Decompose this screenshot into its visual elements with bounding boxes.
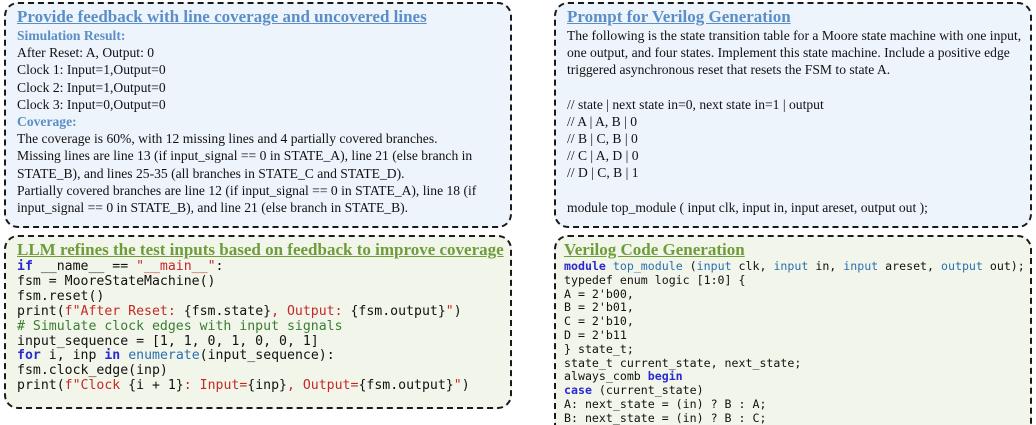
table-row: // A | A, B | 0 (567, 113, 638, 129)
code-line: B: next_state = (in) ? B : C; (564, 410, 767, 425)
feedback-title: Provide feedback with line coverage and … (17, 7, 427, 26)
table-row: // D | C, B | 1 (567, 165, 639, 181)
sim-line: Clock 3: Input=0,Output=0 (17, 96, 166, 112)
python-code-block: if __name__ == "__main__": fsm = MooreSt… (17, 259, 504, 394)
sim-line: Clock 2: Input=1,Output=0 (17, 79, 166, 95)
code-line: fsm.reset() (17, 288, 105, 304)
sim-line: Clock 1: Input=1,Output=0 (17, 62, 166, 78)
code-line: case (current_state) (564, 383, 704, 398)
coverage-heading: Coverage: (17, 114, 77, 130)
sim-line: After Reset: A, Output: 0 (17, 45, 155, 61)
code-line: always_comb begin (564, 369, 683, 384)
refine-panel: LLM refines the test inputs based on fee… (4, 235, 512, 409)
table-row: // B | C, B | 0 (567, 131, 638, 147)
code-line: B = 2'b01, (564, 300, 634, 315)
partial-branches-text: Partially covered branches are line 12 (… (17, 182, 477, 216)
code-line: D = 2'b11 (564, 327, 627, 342)
missing-lines-text: Missing lines are line 13 (if input_sign… (17, 148, 473, 181)
feedback-panel: Provide feedback with line coverage and … (4, 2, 512, 228)
prompt-panel: Prompt for Verilog Generation The follow… (554, 2, 1032, 228)
code-line: C = 2'b10, (564, 314, 634, 329)
code-line: print(f"After Reset: {fsm.state}, Output… (17, 303, 462, 319)
code-line: if __name__ == "__main__": (17, 259, 224, 274)
simulation-heading: Simulation Result: (17, 28, 126, 43)
code-line: typedef enum logic [1:0] { (564, 272, 746, 287)
table-row: // C | A, D | 0 (567, 148, 639, 164)
prompt-title: Prompt for Verilog Generation (567, 7, 791, 26)
verilog-title: Verilog Code Generation (564, 240, 745, 259)
code-line: A = 2'b00, (564, 286, 634, 301)
prompt-description: The following is the state transition ta… (567, 28, 1022, 78)
code-line: A: next_state = (in) ? B : A; (564, 396, 767, 411)
code-line: module top_module (input clk, input in, … (564, 259, 1025, 273)
verilog-panel: Verilog Code Generation module top_modul… (554, 235, 1032, 425)
verilog-code-block: module top_module (input clk, input in, … (564, 259, 1026, 425)
table-header: // state | next state in=0, next state i… (567, 96, 824, 112)
code-line: input_sequence = [1, 1, 0, 1, 0, 0, 1] (17, 333, 319, 349)
coverage-text: The coverage is 60%, with 12 missing lin… (17, 131, 438, 147)
code-comment: # Simulate clock edges with input signal… (17, 318, 343, 334)
code-line: for i, inp in enumerate(input_sequence): (17, 348, 335, 364)
refine-title: LLM refines the test inputs based on fee… (17, 240, 504, 259)
code-line: fsm.clock_edge(inp) (17, 363, 168, 379)
code-line: print(f"Clock {i + 1}: Input={inp}, Outp… (17, 378, 470, 394)
code-line: fsm = MooreStateMachine() (17, 273, 216, 289)
code-line: } state_t; (564, 341, 634, 356)
module-line: module top_module ( input clk, input in,… (567, 199, 928, 215)
code-line: state_t current_state, next_state; (564, 355, 802, 370)
